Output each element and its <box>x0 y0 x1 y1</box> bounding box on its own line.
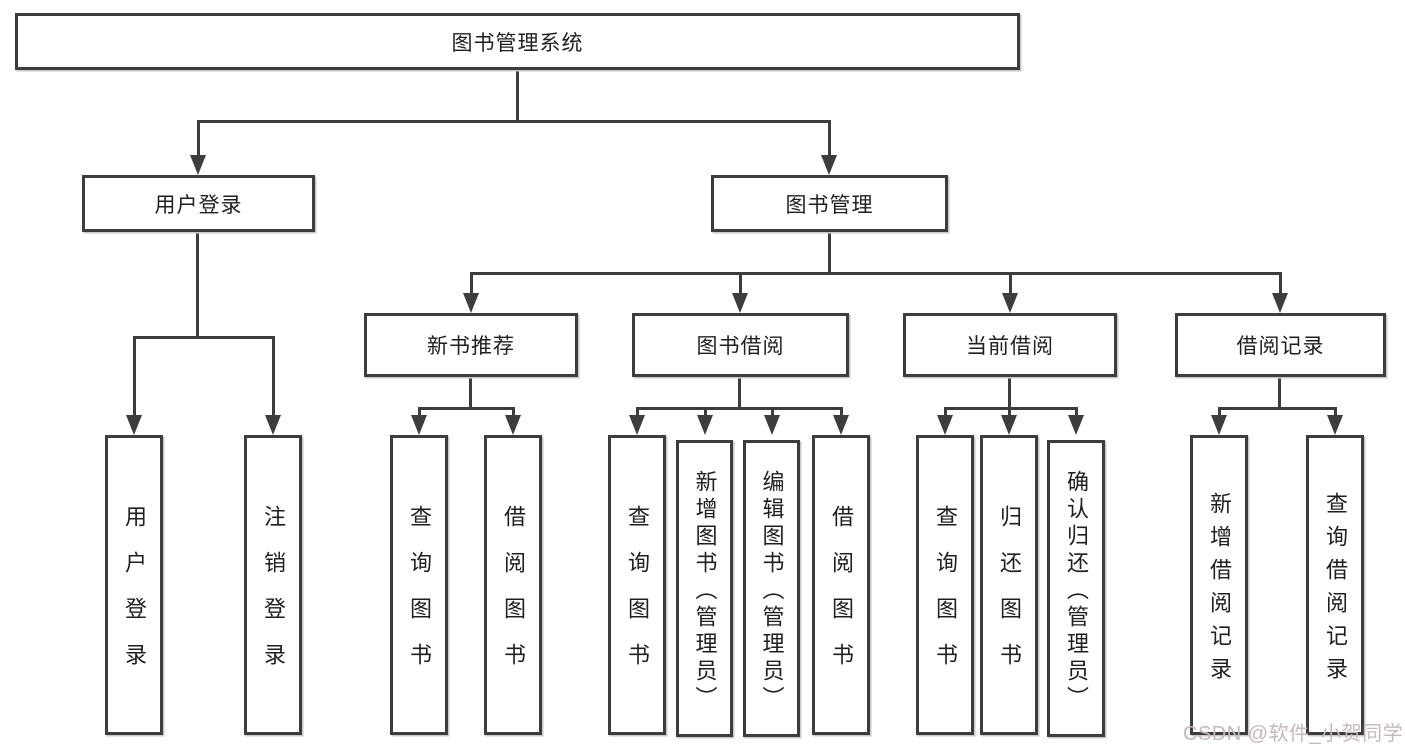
connector-arrow-down <box>1068 407 1084 435</box>
connector-arrow-down <box>1327 407 1343 435</box>
connector-arrow-down <box>629 407 645 435</box>
connector-arrow-down <box>1002 272 1018 313</box>
connector-hline <box>133 336 274 339</box>
connector-vline <box>828 232 831 275</box>
leaf-return-books-label: 归还图书 <box>997 505 1022 689</box>
connector-arrow-down <box>463 272 479 313</box>
connector-arrow-down <box>821 120 837 175</box>
leaf-query-books-borrowing-label: 查询图书 <box>625 505 650 689</box>
node-book-borrowing: 图书借阅 <box>632 313 849 377</box>
connector-arrow-down <box>937 407 953 435</box>
node-new-book-recommendation-label: 新书推荐 <box>427 335 515 358</box>
leaf-borrow-books-recommend: 借阅图书 <box>484 435 542 735</box>
connector-hline <box>636 407 842 410</box>
connector-arrow-down <box>505 407 521 435</box>
connector-vline <box>1008 377 1011 410</box>
node-book-borrowing-label: 图书借阅 <box>696 335 785 358</box>
leaf-return-books: 归还图书 <box>980 435 1038 735</box>
leaf-logout-login: 注销登录 <box>244 435 302 735</box>
connector-vline <box>469 377 472 410</box>
node-borrowing-records-label: 借阅记录 <box>1236 335 1325 358</box>
leaf-add-books-admin-label: 新增图书（管理员） <box>692 469 718 713</box>
connector-vline <box>738 377 741 410</box>
connector-arrow-down <box>1211 407 1227 435</box>
leaf-borrow-books-borrowing-label: 借阅图书 <box>829 505 854 689</box>
csdn-watermark: CSDN @软件_小贺同学 <box>1183 723 1404 745</box>
connector-hline <box>1218 407 1336 410</box>
leaf-edit-books-admin-label: 编辑图书（管理员） <box>759 469 785 713</box>
node-user-login: 用户登录 <box>82 175 315 232</box>
node-book-management: 图书管理 <box>711 175 948 232</box>
leaf-add-books-admin: 新增图书（管理员） <box>676 440 733 737</box>
connector-arrow-down <box>265 336 281 435</box>
connector-arrow-down <box>1001 407 1017 435</box>
connector-arrow-down <box>732 272 748 313</box>
connector-arrow-down <box>833 407 849 435</box>
connector-arrow-down <box>190 120 206 175</box>
leaf-query-books-current: 查询图书 <box>916 435 974 735</box>
leaf-query-books-recommend-label: 查询图书 <box>407 505 432 689</box>
leaf-query-borrow-record: 查询借阅记录 <box>1306 435 1364 735</box>
node-library-system-label: 图书管理系统 <box>451 31 584 55</box>
node-new-book-recommendation: 新书推荐 <box>364 313 578 377</box>
node-current-borrowing: 当前借阅 <box>903 313 1117 377</box>
connector-vline <box>196 232 199 339</box>
connector-arrow-down <box>697 407 713 435</box>
leaf-query-books-current-label: 查询图书 <box>933 505 958 689</box>
leaf-borrow-books-borrowing: 借阅图书 <box>812 435 870 735</box>
leaf-query-books-borrowing: 查询图书 <box>608 435 666 735</box>
leaf-confirm-return-admin-label: 确认归还（管理员） <box>1064 469 1089 713</box>
node-book-management-label: 图书管理 <box>785 193 874 217</box>
connector-vline <box>516 70 519 123</box>
connector-hline <box>470 272 1282 275</box>
leaf-add-borrow-record: 新增借阅记录 <box>1190 435 1248 735</box>
node-user-login-label: 用户登录 <box>154 193 243 217</box>
leaf-borrow-books-recommend-label: 借阅图书 <box>501 505 526 689</box>
leaf-query-borrow-record-label: 查询借阅记录 <box>1323 491 1348 690</box>
connector-hline <box>418 407 514 410</box>
node-library-system: 图书管理系统 <box>15 13 1020 70</box>
connector-arrow-down <box>764 407 780 435</box>
connector-arrow-down <box>1272 272 1288 313</box>
leaf-query-books-recommend: 查询图书 <box>390 435 448 735</box>
node-current-borrowing-label: 当前借阅 <box>966 335 1054 358</box>
leaf-confirm-return-admin: 确认归还（管理员） <box>1047 440 1105 737</box>
leaf-logout-login-label: 注销登录 <box>261 505 286 689</box>
connector-arrow-down <box>411 407 427 435</box>
leaf-user-login-label: 用户登录 <box>122 505 147 689</box>
connector-hline <box>197 120 830 123</box>
node-borrowing-records: 借阅记录 <box>1175 313 1386 377</box>
leaf-user-login: 用户登录 <box>105 435 163 735</box>
connector-arrow-down <box>126 336 142 435</box>
connector-hline <box>944 407 1078 410</box>
leaf-add-borrow-record-label: 新增借阅记录 <box>1207 491 1232 690</box>
leaf-edit-books-admin: 编辑图书（管理员） <box>743 440 800 737</box>
connector-vline <box>1278 377 1281 410</box>
